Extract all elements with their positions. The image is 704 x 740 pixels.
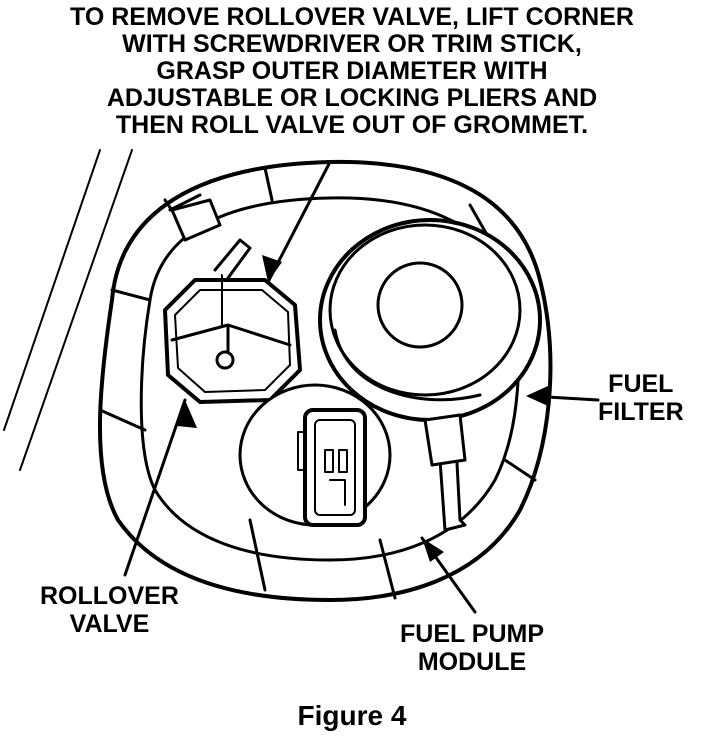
fuel-filter-ring <box>333 328 482 402</box>
flange-rib <box>110 288 152 302</box>
connector-side-tab <box>297 431 306 471</box>
label-line: ROLLOVER <box>40 582 179 610</box>
arrow-head <box>177 400 197 428</box>
figure-caption: Figure 4 <box>297 700 407 731</box>
connector-inner <box>314 419 356 516</box>
fuel-filter-body <box>318 218 542 422</box>
label-line: FUEL <box>608 370 674 398</box>
connector-pin <box>324 449 334 473</box>
flange-rib <box>378 538 397 600</box>
arrow-head <box>422 538 444 562</box>
tank-edge-line <box>3 149 101 431</box>
locking-tab <box>170 198 222 242</box>
flange-rib <box>98 408 147 432</box>
valve-lift-corner <box>213 238 252 280</box>
valve-center-dot <box>215 350 235 370</box>
connector-base <box>329 479 346 506</box>
tank-edge-line <box>19 149 133 471</box>
instruction-line: ADJUSTABLE OR LOCKING PLIERS AND <box>106 84 598 112</box>
rollover-valve-inner <box>174 289 291 393</box>
fuel-pump-module-label: FUEL PUMP MODULE <box>400 620 544 676</box>
instruction-line: GRASP OUTER DIAMETER WITH <box>156 57 548 85</box>
arrow-head <box>526 386 548 406</box>
label-line: FUEL PUMP <box>400 620 544 648</box>
instruction-line: WITH SCREWDRIVER OR TRIM STICK, <box>122 30 582 58</box>
fuel-filter-rim <box>328 223 522 397</box>
module-outer-flange <box>98 159 553 602</box>
arrow-head <box>262 255 282 282</box>
connector-pin <box>338 449 348 473</box>
flange-rib <box>503 458 537 482</box>
flange-rib <box>263 166 274 202</box>
module-inner-ring <box>139 196 520 562</box>
instruction-line: TO REMOVE ROLLOVER VALVE, LIFT CORNER <box>70 3 634 31</box>
fuel-filter-label: FUEL FILTER <box>598 370 684 426</box>
rollover-valve-leader-line <box>123 398 187 577</box>
instruction-text: TO REMOVE ROLLOVER VALVE, LIFT CORNER WI… <box>0 4 704 139</box>
fuel-line-fitting <box>423 413 467 467</box>
rollover-valve <box>163 278 302 404</box>
label-line: MODULE <box>417 648 527 676</box>
flange-rib <box>248 518 267 592</box>
label-line: FILTER <box>598 398 684 426</box>
instruction-line: THEN ROLL VALVE OUT OF GROMMET. <box>115 111 589 139</box>
label-line: VALVE <box>69 610 150 638</box>
rollover-valve-label: ROLLOVER VALVE <box>40 582 179 638</box>
fuel-filter-cap <box>376 261 464 349</box>
